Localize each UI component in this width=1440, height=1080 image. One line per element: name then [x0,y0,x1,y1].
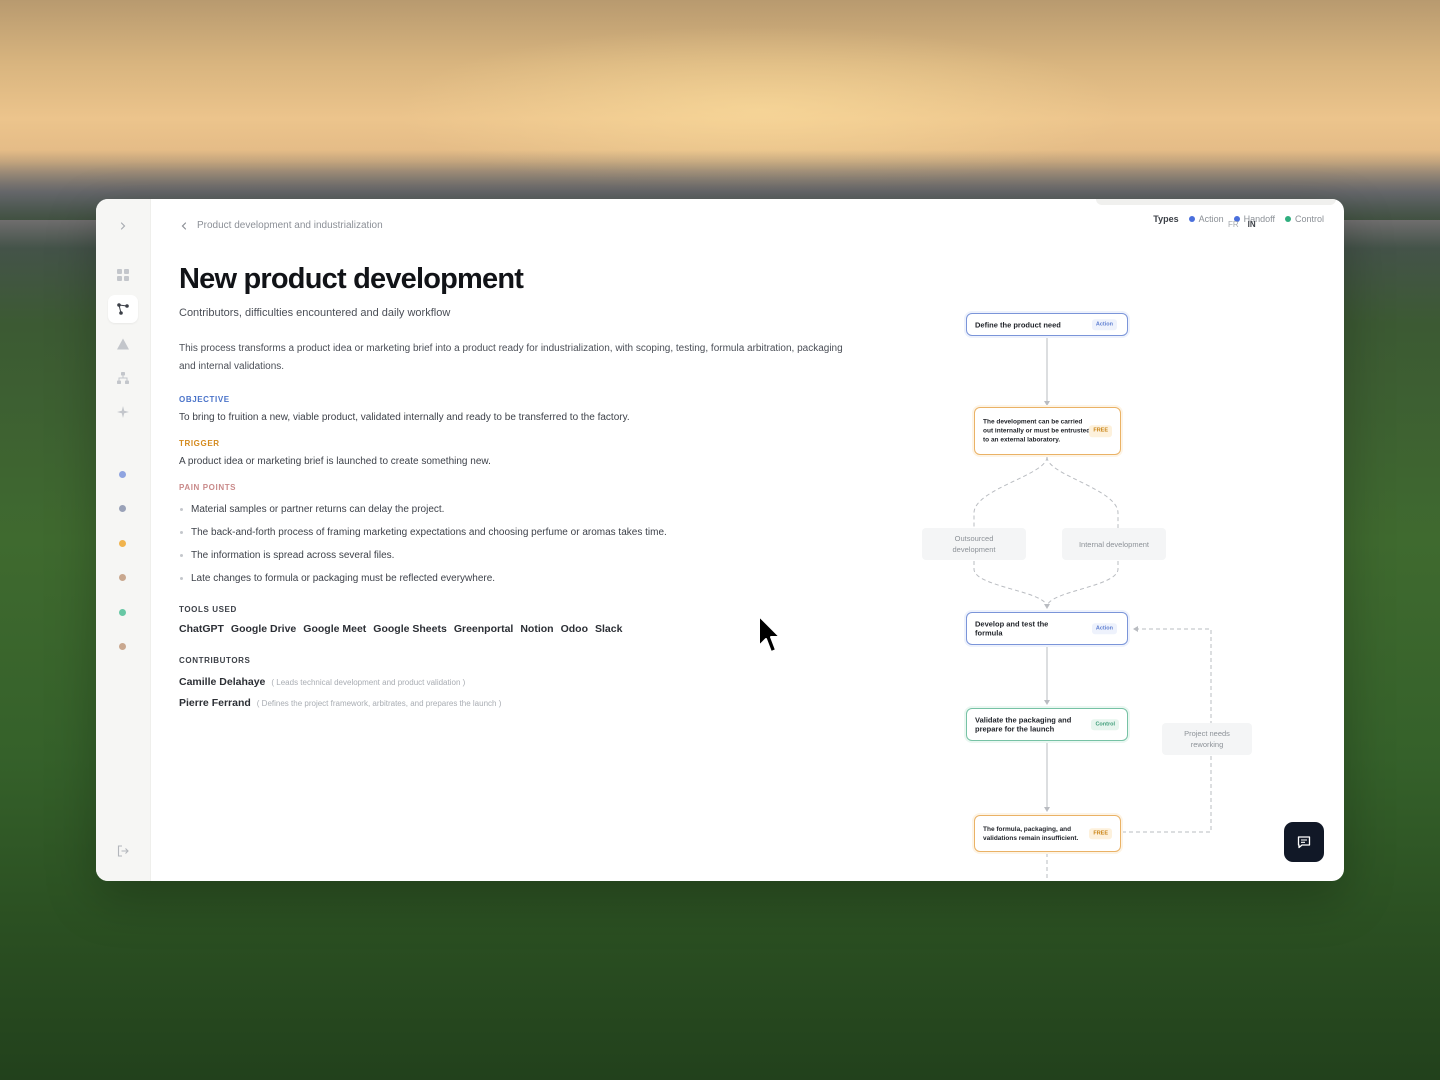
chevron-right-icon [120,222,126,230]
legend-title: Types [1153,214,1179,224]
legend-item-action: Action [1188,214,1224,224]
tool-item: Google Meet [303,623,367,635]
process-flowchart: Define the product need Action The devel… [922,307,1262,881]
node-type-badge: FREE [1089,425,1112,437]
flow-node-develop-test[interactable]: Develop and test the formula Action [966,612,1128,645]
app-window: Product development and industrializatio… [96,199,1344,881]
flow-node-insufficient[interactable]: The formula, packaging, and validations … [974,815,1121,852]
tools-label: TOOLS USED [179,605,237,614]
sidebar-dot-3[interactable] [119,540,126,547]
list-item: The information is spread across several… [179,549,879,572]
edge-label-rework: Project needs reworking [1162,723,1252,755]
node-type-badge: FREE [1089,827,1112,840]
trigger-label: TRIGGER [179,439,220,448]
sidebar-item-risks[interactable] [108,330,138,358]
edge-label-internal: Internal development [1062,528,1166,560]
tool-item: Notion [520,623,554,635]
chat-button[interactable] [1284,822,1324,862]
contributor-role: ( Defines the project framework, arbitra… [256,699,502,708]
sidebar-item-dashboard[interactable] [108,261,138,289]
lang-fr[interactable]: FR [1228,220,1239,229]
top-panel-edge [1096,199,1336,205]
node-type-badge: Action [1091,622,1117,635]
pain-points-list: Material samples or partner returns can … [179,503,879,595]
lang-en[interactable]: IN [1247,220,1256,229]
contributor-name[interactable]: Pierre Ferrand [179,697,251,709]
sidebar-dot-1[interactable] [119,471,126,478]
logout-button[interactable] [108,837,138,865]
chevron-left-icon [181,221,187,230]
types-legend: Types Action Handoff Control [1153,214,1324,224]
flow-node-validate-packaging[interactable]: Validate the packaging and prepare for t… [966,708,1128,741]
sidebar-item-organization[interactable] [108,364,138,392]
sidebar-dot-2[interactable] [119,505,126,512]
logout-icon [117,845,129,857]
org-chart-icon [117,372,129,384]
sidebar-item-ai[interactable] [108,398,138,426]
page-title: New product development [179,263,524,295]
language-switcher: FR IN [1228,220,1256,229]
node-type-badge: Action [1091,318,1117,331]
contributor-name[interactable]: Camille Delahaye [179,676,266,688]
objective-label: OBJECTIVE [179,395,230,404]
process-description: This process transforms a product idea o… [179,343,843,372]
flow-node-define-need[interactable]: Define the product need Action [966,313,1128,336]
legend-item-handoff: Handoff [1233,214,1275,224]
breadcrumb[interactable]: Product development and industrializatio… [180,220,383,231]
sidebar-item-processes[interactable] [108,295,138,323]
legend-dot-control [1284,216,1291,222]
tools-list: ChatGPT Google Drive Google Meet Google … [179,623,622,635]
sidebar-dot-6[interactable] [119,643,126,650]
list-item: Material samples or partner returns can … [179,503,879,526]
page-subtitle: Contributors, difficulties encountered a… [179,307,451,319]
list-item: Late changes to formula or packaging mus… [179,572,879,595]
expand-sidebar-button[interactable] [108,212,138,240]
flow-node-decision[interactable]: The development can be carried out inter… [974,407,1121,455]
contributor-row: Camille Delahaye ( Leads technical devel… [179,676,465,688]
grid-icon [117,269,129,281]
tool-item: Greenportal [453,623,514,635]
tool-item: Google Drive [230,623,297,635]
trigger-text: A product idea or marketing brief is lau… [179,456,491,467]
legend-item-control: Control [1284,214,1324,224]
flow-connectors [973,337,1212,881]
chat-icon [1297,836,1311,849]
list-item: The back-and-forth process of framing ma… [179,526,879,549]
tool-item: Slack [595,623,623,635]
edge-label-outsourced: Outsourced development [922,528,1026,560]
sidebar-dot-4[interactable] [119,574,126,581]
contributor-role: ( Leads technical development and produc… [271,678,466,687]
sidebar-dot-5[interactable] [119,609,126,616]
tool-item: ChatGPT [179,623,224,635]
tool-item: Google Sheets [373,623,447,635]
workflow-icon [117,303,129,315]
node-type-badge: Control [1091,718,1119,731]
legend-dot-action [1188,216,1195,222]
mouse-cursor-icon [758,615,781,653]
tool-item: Odoo [560,623,588,635]
legend-dot-handoff [1233,216,1240,222]
contributors-label: CONTRIBUTORS [179,656,251,665]
warning-icon [117,338,129,350]
contributor-row: Pierre Ferrand ( Defines the project fra… [179,697,501,709]
objective-text: To bring to fruition a new, viable produ… [179,412,630,423]
sidebar [96,199,151,881]
pain-points-label: PAIN POINTS [179,483,237,492]
sparkle-icon [117,406,129,418]
breadcrumb-label[interactable]: Product development and industrializatio… [197,220,383,231]
